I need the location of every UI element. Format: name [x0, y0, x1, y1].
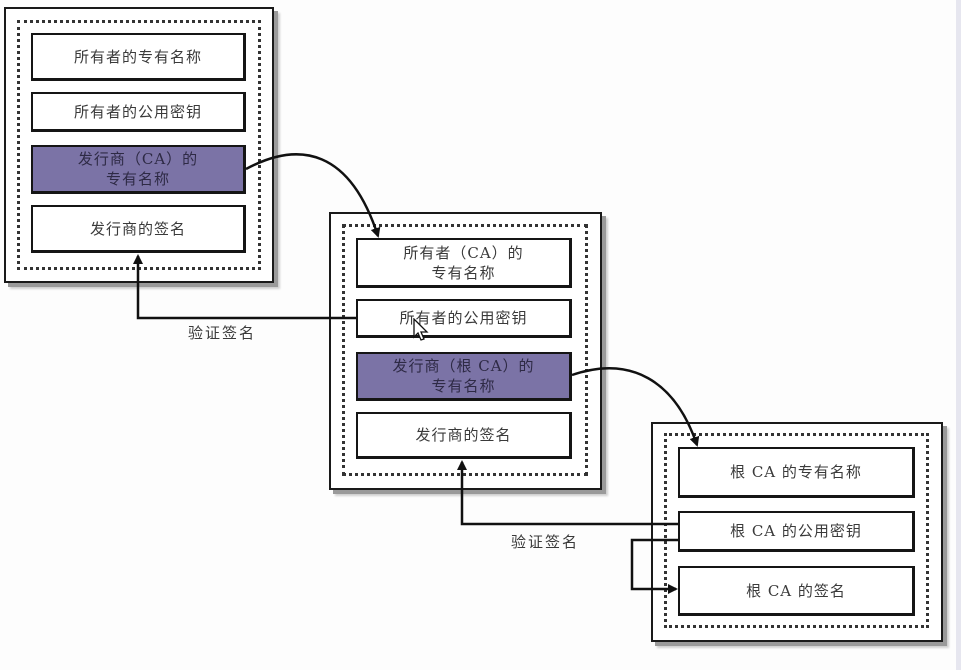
issuer-to-owner-arrow-2	[571, 367, 700, 447]
verify-signature-arrow-2	[457, 460, 678, 526]
verify-signature-arrow-1	[133, 254, 356, 320]
ca-issuer-signature-field: 发行商的签名	[356, 412, 572, 459]
ca-issuer-signature-label: 发行商的签名	[415, 426, 512, 444]
certificate-intermediate-ca-inner-border	[342, 224, 588, 476]
self-verify-arrow	[630, 538, 678, 594]
root-ca-dn-field: 根 CA 的专有名称	[678, 447, 915, 498]
owner-dn-field: 所有者的专有名称	[31, 33, 246, 81]
ca-owner-public-key-label: 所有者的公用密钥	[399, 309, 528, 327]
root-ca-public-key-field: 根 CA 的公用密钥	[678, 511, 915, 552]
issuer-root-ca-dn-label: 发行商（根 CA）的 专有名称	[392, 357, 535, 395]
root-ca-signature-field: 根 CA 的签名	[678, 566, 915, 616]
ca-owner-dn-label: 所有者（CA）的 专有名称	[403, 243, 524, 282]
mouse-cursor-icon	[413, 318, 429, 341]
root-ca-public-key-label: 根 CA 的公用密钥	[730, 522, 862, 540]
owner-public-key-field: 所有者的公用密钥	[31, 92, 246, 132]
ca-owner-dn-field: 所有者（CA）的 专有名称	[356, 238, 572, 288]
root-ca-signature-label: 根 CA 的签名	[746, 581, 846, 600]
verify-signature-label-1: 验证签名	[188, 324, 257, 342]
owner-dn-label: 所有者的专有名称	[73, 47, 202, 66]
issuer-to-owner-arrow-1	[245, 153, 381, 238]
issuer-signature-label: 发行商的签名	[89, 219, 186, 238]
issuer-signature-field: 发行商的签名	[31, 205, 246, 253]
issuer-ca-dn-label: 发行商（CA）的 专有名称	[77, 150, 199, 188]
window-edge	[956, 0, 961, 670]
issuer-ca-dn-field: 发行商（CA）的 专有名称	[31, 145, 246, 194]
owner-public-key-label: 所有者的公用密钥	[73, 102, 202, 121]
ca-owner-public-key-field: 所有者的公用密钥	[356, 299, 572, 338]
verify-signature-label-2: 验证签名	[511, 533, 580, 551]
root-ca-dn-label: 根 CA 的专有名称	[730, 463, 862, 481]
certificate-root-ca-inner-border	[664, 433, 929, 628]
issuer-root-ca-dn-field: 发行商（根 CA）的 专有名称	[356, 352, 572, 401]
